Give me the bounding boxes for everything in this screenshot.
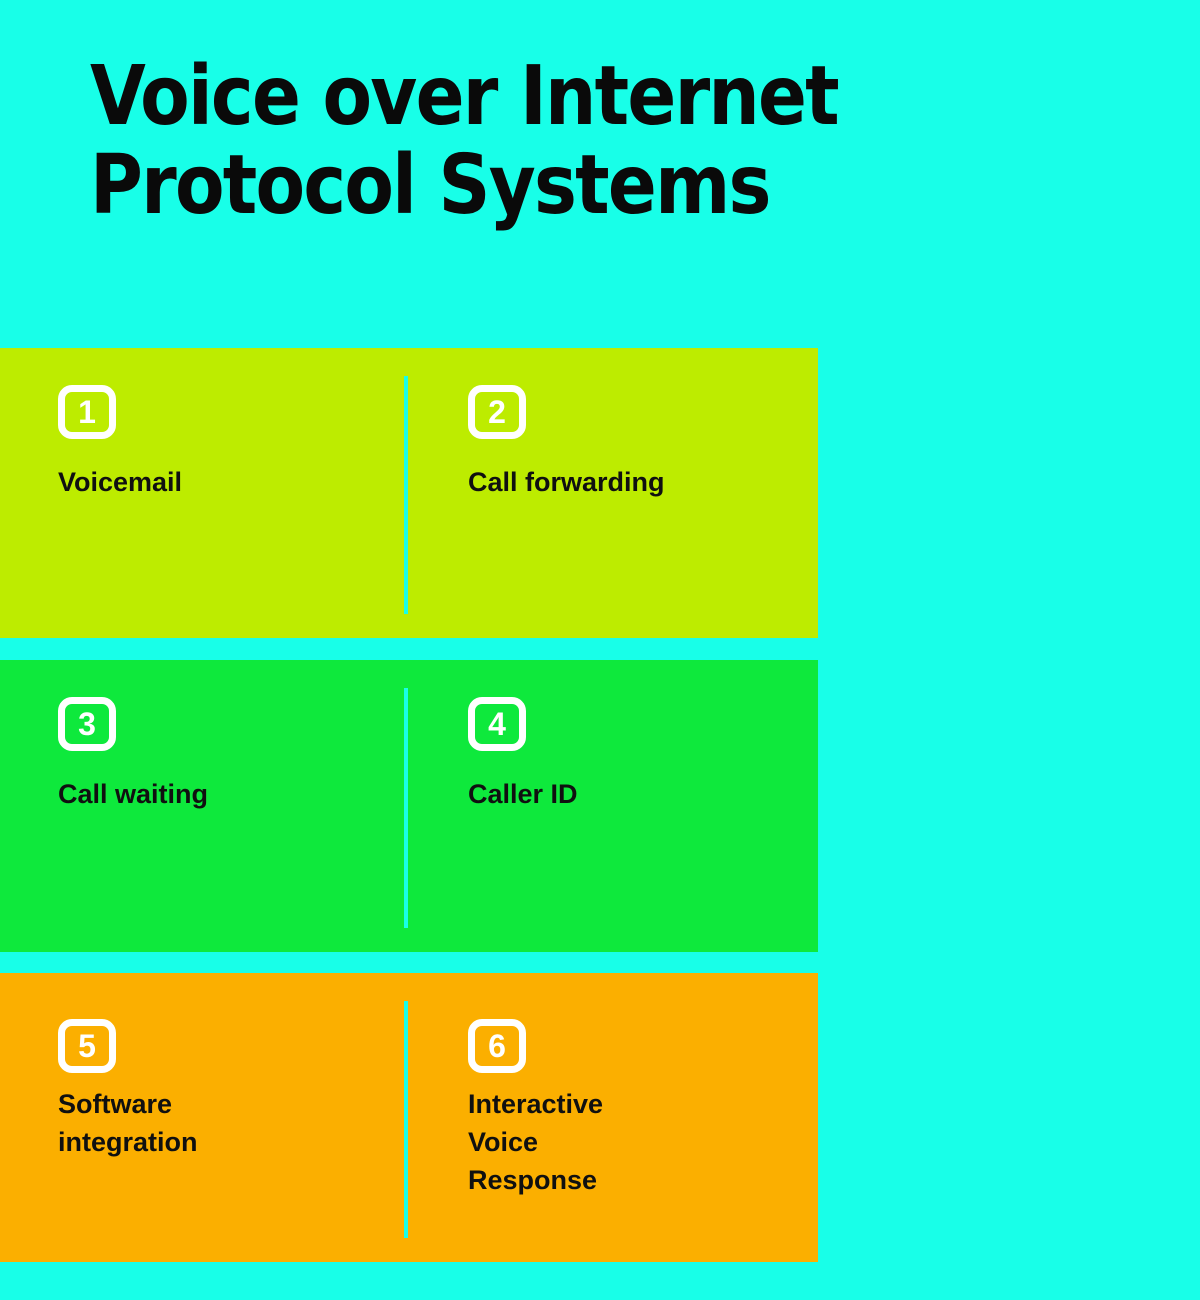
features-panel-1: 1 Voicemail 2 Call forwarding bbox=[0, 348, 818, 638]
column-divider bbox=[404, 688, 408, 928]
item-number: 1 bbox=[78, 394, 96, 430]
page-title: Voice over Internet Protocol Systems bbox=[90, 49, 840, 233]
features-panel-3: 5 Software integration 6 Interactive Voi… bbox=[0, 973, 818, 1262]
item-number-badge: 1 bbox=[58, 385, 116, 439]
item-label: Caller ID bbox=[468, 779, 578, 809]
item-number: 6 bbox=[488, 1028, 506, 1064]
item-number-badge: 5 bbox=[58, 1019, 116, 1073]
item-number-badge: 2 bbox=[468, 385, 526, 439]
page-title-line-2: Protocol Systems bbox=[90, 138, 771, 233]
feature-item-call-waiting: 3 Call waiting bbox=[58, 697, 208, 813]
item-number: 3 bbox=[78, 706, 96, 742]
item-label: Voicemail bbox=[58, 467, 183, 497]
item-number: 2 bbox=[488, 394, 506, 430]
item-number-badge: 6 bbox=[468, 1019, 526, 1073]
features-panel-2: 3 Call waiting 4 Caller ID bbox=[0, 660, 818, 952]
page-title-line-1: Voice over Internet bbox=[90, 49, 840, 144]
column-divider bbox=[404, 376, 408, 614]
item-number-badge: 3 bbox=[58, 697, 116, 751]
item-label: Call forwarding bbox=[468, 467, 665, 497]
feature-item-interactive-voice-response: 6 Interactive Voice Response bbox=[468, 1010, 668, 1199]
item-label: Call waiting bbox=[58, 779, 209, 809]
feature-item-voicemail: 1 Voicemail bbox=[58, 385, 182, 501]
feature-item-caller-id: 4 Caller ID bbox=[468, 697, 578, 813]
item-label: Software integration bbox=[58, 1089, 198, 1157]
feature-item-call-forwarding: 2 Call forwarding bbox=[468, 385, 665, 501]
item-number-badge: 4 bbox=[468, 697, 526, 751]
item-number: 4 bbox=[488, 706, 506, 742]
item-label: Interactive Voice Response bbox=[468, 1089, 604, 1195]
column-divider bbox=[404, 1001, 408, 1238]
feature-item-software-integration: 5 Software integration bbox=[58, 1010, 258, 1161]
item-number: 5 bbox=[78, 1028, 96, 1064]
